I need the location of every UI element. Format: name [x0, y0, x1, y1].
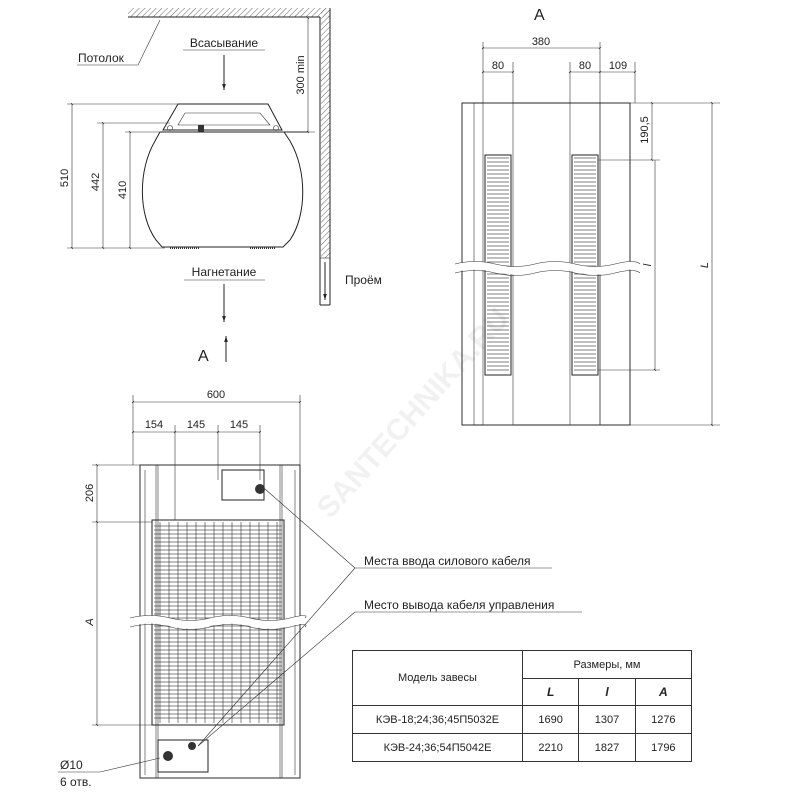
- air-curtain-side-profile: [141, 103, 308, 249]
- power-cable-label: Места ввода силового кабеля: [364, 554, 530, 568]
- dim-145-b: 145: [230, 419, 248, 431]
- dim-380: 380: [532, 36, 550, 48]
- dim-109: 109: [609, 60, 627, 72]
- intake-label: Всасывание: [190, 36, 259, 50]
- model-header: Модель завесы: [352, 650, 523, 706]
- l-cell: 1307: [578, 705, 636, 734]
- fan-slot-slats: [487, 157, 596, 371]
- ceiling-label: Потолок: [78, 51, 125, 65]
- dim-80-left: 80: [492, 60, 504, 72]
- holes-diameter: Ø10: [60, 758, 83, 772]
- dim-442: 442: [90, 173, 102, 191]
- dim-600: 600: [207, 389, 225, 401]
- power-terminal-box: [221, 469, 265, 501]
- watermark: SANTECHNIKA.RU: [311, 302, 516, 525]
- L-cell: 1690: [521, 705, 580, 734]
- dim-300-min: 300 min: [295, 55, 307, 94]
- model-cell: КЭВ-24;36;54П5042E: [352, 733, 523, 762]
- table-row: КЭВ-24;36;54П5042E 2210 1827 1796: [352, 733, 693, 762]
- col-A-header: A: [634, 678, 693, 706]
- dim-80-right: 80: [579, 60, 591, 72]
- col-L-header: L: [521, 678, 580, 706]
- wall-hatch: [321, 8, 330, 258]
- power-cable-entry: [255, 484, 265, 494]
- dim-l: l: [642, 263, 654, 266]
- sizes-header: Размеры, мм: [522, 650, 692, 679]
- control-cable-label: Место вывода кабеля управления: [364, 598, 554, 612]
- dim-a-front: A: [84, 618, 96, 626]
- dim-145-a: 145: [187, 419, 205, 431]
- L-cell: 2210: [521, 733, 580, 762]
- A-cell: 1276: [634, 705, 693, 734]
- model-cell: КЭВ-18;24;36;45П5032E: [352, 705, 523, 734]
- dim-154: 154: [145, 419, 163, 431]
- opening-label: Проём: [345, 273, 382, 287]
- holes-count: 6 отв.: [60, 775, 92, 789]
- dim-190-5: 190,5: [639, 116, 651, 144]
- table-row: КЭВ-18;24;36;45П5032E 1690 1307 1276: [352, 705, 693, 734]
- A-cell: 1796: [634, 733, 693, 762]
- col-l-header: l: [578, 678, 636, 706]
- ceiling-hatch: [128, 8, 330, 17]
- dimensions-table: Модель завесы Размеры, мм L l A КЭВ-18;2…: [352, 650, 693, 762]
- dim-510: 510: [59, 169, 71, 187]
- control-terminal-box: [157, 739, 209, 773]
- view-a: A 380 80 80 109 190,5 l L: [454, 7, 720, 427]
- control-cable-exit: [188, 742, 196, 750]
- dim-410: 410: [117, 181, 129, 199]
- view-a-marker: A: [198, 348, 209, 365]
- view-a-title: A: [534, 7, 545, 24]
- side-view: Проём Потолок Всасывание 510 442: [59, 8, 382, 365]
- dim-L: L: [699, 262, 711, 268]
- l-cell: 1827: [578, 733, 636, 762]
- dim-206: 206: [84, 484, 96, 502]
- front-view: 600 154 145 145 206 A Места ввода силово…: [58, 389, 582, 789]
- discharge-label: Нагнетание: [192, 265, 257, 279]
